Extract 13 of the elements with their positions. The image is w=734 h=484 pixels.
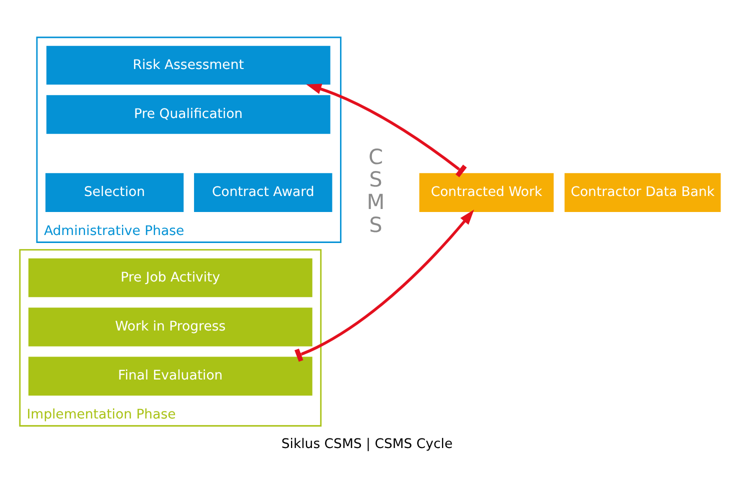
node-box: Risk Assessment [44, 43, 332, 86]
node-box: Contractor Data Bank [562, 170, 723, 214]
node-box: Work in Progress [26, 305, 314, 348]
caption: Siklus CSMS | CSMS Cycle [281, 436, 453, 452]
arrow [294, 209, 474, 362]
node-box: Final Evaluation [26, 354, 314, 397]
label: CSMS [366, 144, 385, 236]
node-box: Contract Award [192, 170, 334, 214]
node-box: Contracted Work [417, 170, 556, 214]
node-box: Pre Qualification [44, 92, 332, 136]
node-box: Pre Job Activity [26, 256, 314, 299]
node-box: Selection [44, 170, 186, 214]
arrow [306, 83, 467, 177]
